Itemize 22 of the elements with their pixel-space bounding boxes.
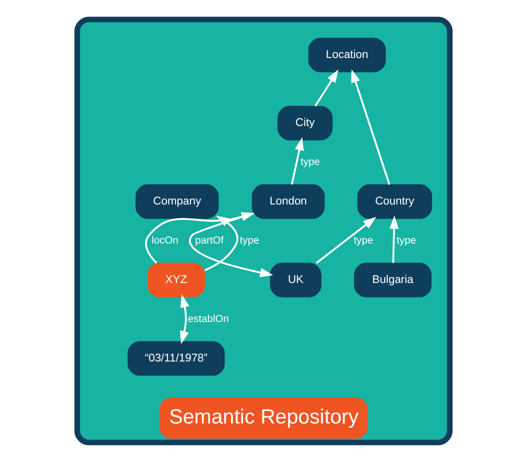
node-box: Company (135, 184, 218, 219)
node-box: Bulgaria (354, 262, 432, 298)
arrow (179, 294, 189, 344)
arrow (350, 69, 390, 185)
node-box: XYZ (146, 262, 205, 298)
edge-label: type (300, 156, 320, 168)
arrow (290, 137, 304, 185)
edge-label: establOn (187, 314, 228, 325)
edge-label: type (353, 235, 373, 246)
arrow (314, 69, 338, 107)
arrow (388, 216, 398, 263)
node-box: London (251, 184, 324, 219)
node-box: Country (356, 184, 432, 219)
node-box: UK (270, 262, 321, 298)
edge-label: locOn (151, 235, 178, 246)
edge-label: partOf (194, 235, 224, 246)
edge-label: type (239, 235, 259, 246)
arrow (315, 216, 376, 264)
edge-label: type (396, 235, 416, 246)
node-box: “03/11/1978” (127, 341, 224, 376)
node-box: City (277, 106, 332, 140)
node-box: Location (308, 38, 386, 72)
